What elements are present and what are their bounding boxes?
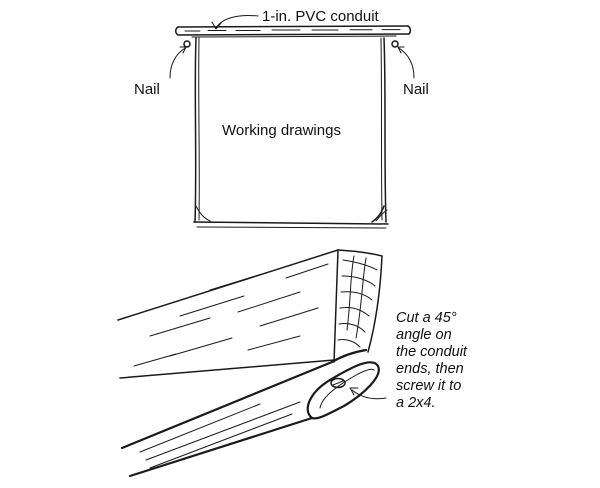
- instruction-line: screw it to: [396, 378, 461, 394]
- two-by-four-board: [117, 249, 383, 379]
- mitred-conduit: [120, 348, 380, 478]
- nail-right-label: Nail: [403, 81, 429, 98]
- instruction-line: the conduit: [396, 344, 468, 360]
- instruction-text-block: Cut a 45° angle on the conduit ends, the…: [396, 310, 468, 411]
- instruction-line: a 2x4.: [396, 395, 436, 411]
- drawings-label: Working drawings: [222, 122, 341, 139]
- nail-right-leader: [397, 46, 415, 79]
- nail-left-icon: [183, 40, 191, 48]
- instruction-leader-arrow: [349, 387, 387, 400]
- conduit-rod: [175, 25, 412, 36]
- drawings-sheet: [191, 35, 397, 229]
- conduit-leader-arrow: [211, 15, 259, 30]
- nail-left-leader: [169, 46, 187, 79]
- instruction-line: angle on: [396, 327, 452, 343]
- conduit-label: 1-in. PVC conduit: [262, 8, 380, 25]
- instruction-line: Cut a 45°: [396, 310, 457, 326]
- instruction-line: ends, then: [396, 361, 464, 377]
- nail-right-icon: [391, 40, 399, 48]
- nail-left-label: Nail: [134, 81, 160, 98]
